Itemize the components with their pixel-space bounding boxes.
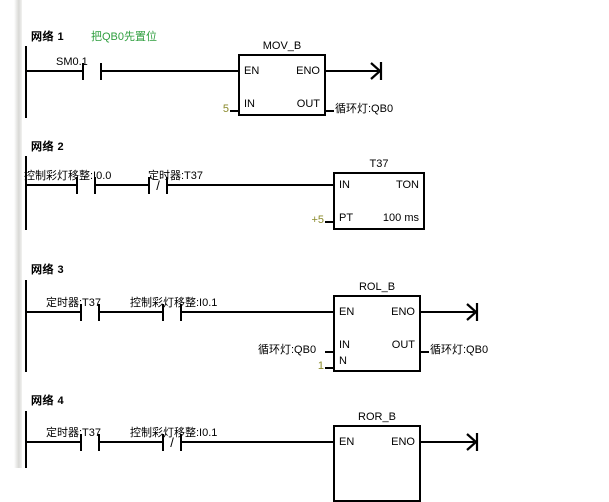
mov-b-pin-in: IN bbox=[244, 98, 255, 110]
eno-wire-network-3 bbox=[421, 311, 474, 313]
contact-i01-operand: 控制彩灯移整:I0.1 bbox=[130, 297, 218, 309]
rol-b-out-value: 循环灯:QB0 bbox=[430, 344, 489, 356]
network-1-label: 网络 1 bbox=[31, 31, 65, 43]
network-3-label: 网络 3 bbox=[31, 264, 65, 276]
contact-bar-right bbox=[98, 304, 100, 321]
rung-wire-network-4-a bbox=[26, 441, 80, 443]
mov-b-pin-out: OUT bbox=[296, 98, 320, 110]
rung-wire-network-1-b bbox=[102, 70, 238, 72]
contact-i00-operand: 控制彩灯移整:I0.0 bbox=[24, 170, 112, 182]
rol-b-pin-n: N bbox=[339, 355, 347, 367]
eno-wire-network-1 bbox=[326, 70, 378, 72]
ton-pin-pt: PT bbox=[339, 212, 354, 224]
mov-b-title: MOV_B bbox=[262, 40, 302, 52]
nc-slash-glyph: / bbox=[156, 178, 160, 193]
mov-b-pin-eno: ENO bbox=[296, 65, 320, 77]
power-rail-network-2 bbox=[25, 156, 27, 230]
contact-t37-operand: 定时器:T37 bbox=[46, 297, 102, 309]
ror-b-pin-eno: ENO bbox=[391, 436, 415, 448]
contact-bar-right bbox=[166, 177, 168, 194]
power-rail-network-4 bbox=[25, 411, 27, 468]
contact-bar-left bbox=[80, 304, 82, 321]
mov-b-out-value: 循环灯:QB0 bbox=[335, 103, 394, 115]
contact-bar-left bbox=[162, 304, 164, 321]
mov-b-in-stub bbox=[230, 110, 238, 112]
contact-bar-left bbox=[148, 177, 150, 194]
contact-bar-right bbox=[94, 177, 96, 194]
contact-t37-2[interactable] bbox=[80, 434, 100, 451]
rol-b-pin-in: IN bbox=[339, 339, 350, 351]
ton-timer-title: T37 bbox=[369, 158, 389, 170]
power-rail-network-3 bbox=[25, 280, 27, 372]
rung-wire-network-4-c bbox=[182, 441, 333, 443]
window-edge-shading bbox=[14, 0, 22, 468]
power-rail-network-1 bbox=[25, 46, 27, 118]
network-4-label: 网络 4 bbox=[31, 395, 65, 407]
eno-wire-network-4 bbox=[421, 441, 474, 443]
nc-slash-glyph: / bbox=[170, 435, 174, 450]
rung-wire-network-2-b bbox=[96, 184, 148, 186]
contact-bar-left bbox=[80, 434, 82, 451]
rung-wire-network-3-c bbox=[182, 311, 333, 313]
rung-wire-network-2-a bbox=[26, 184, 76, 186]
contact-t37-nc-operand: 定时器:T37 bbox=[148, 170, 204, 182]
rol-b-in-stub bbox=[325, 351, 333, 353]
contact-t37-nc[interactable]: / bbox=[148, 177, 168, 194]
contact-bar-left bbox=[76, 177, 78, 194]
ton-pin-ton: TON bbox=[395, 179, 419, 191]
rol-b-n-value: 1 bbox=[317, 360, 324, 372]
contact-t37[interactable] bbox=[80, 304, 100, 321]
rol-b-pin-en: EN bbox=[339, 306, 355, 318]
contact-bar-right bbox=[98, 434, 100, 451]
rung-wire-network-3-b bbox=[100, 311, 162, 313]
contact-bar-right bbox=[100, 63, 102, 80]
contact-bar-left bbox=[82, 63, 84, 80]
rung-wire-network-2-c bbox=[168, 184, 333, 186]
network-1-comment: 把QB0先置位 bbox=[91, 31, 158, 43]
ladder-diagram-canvas: 网络 1 把QB0先置位 SM0.1 MOV_B EN ENO IN OUT 5… bbox=[14, 0, 489, 502]
contact-i00[interactable] bbox=[76, 177, 96, 194]
contact-sm01[interactable] bbox=[82, 63, 102, 80]
ton-pt-value: +5 bbox=[311, 214, 324, 226]
network-2-label: 网络 2 bbox=[31, 141, 65, 153]
contact-i01-nc-operand: 控制彩灯移整:I0.1 bbox=[130, 427, 218, 439]
rung-wire-network-3-a bbox=[26, 311, 80, 313]
rol-b-block[interactable]: ROL_B EN ENO IN OUT N bbox=[333, 281, 421, 372]
ror-b-title: ROR_B bbox=[358, 411, 396, 423]
rol-b-pin-eno: ENO bbox=[391, 306, 415, 318]
contact-bar-left bbox=[162, 434, 164, 451]
ror-b-pin-en: EN bbox=[339, 436, 355, 448]
contact-t37-2-operand: 定时器:T37 bbox=[46, 427, 102, 439]
contact-bar-right bbox=[180, 434, 182, 451]
mov-b-out-stub bbox=[326, 110, 334, 112]
mov-b-pin-en: EN bbox=[244, 65, 260, 77]
ror-b-block[interactable]: ROR_B EN ENO bbox=[333, 411, 421, 502]
rol-b-in-symbol: 循环灯:QB0 bbox=[258, 344, 317, 356]
rol-b-title: ROL_B bbox=[358, 281, 396, 293]
rung-wire-network-4-b bbox=[100, 441, 162, 443]
ton-timebase: 100 ms bbox=[382, 212, 419, 224]
mov-b-in-value: 5 bbox=[222, 103, 229, 115]
output-arrow-network-3 bbox=[466, 302, 480, 322]
contact-i01-nc[interactable]: / bbox=[162, 434, 182, 451]
contact-bar-right bbox=[180, 304, 182, 321]
contact-sm01-operand: SM0.1 bbox=[56, 56, 88, 68]
output-arrow-network-4 bbox=[466, 432, 480, 452]
rung-wire-network-1 bbox=[26, 70, 82, 72]
rol-b-out-stub bbox=[421, 351, 429, 353]
ton-pin-in: IN bbox=[339, 179, 350, 191]
rol-b-pin-out: OUT bbox=[391, 339, 415, 351]
ton-pt-stub bbox=[325, 221, 333, 223]
ton-timer-block[interactable]: T37 IN TON PT 100 ms bbox=[333, 158, 425, 230]
mov-b-block[interactable]: MOV_B EN ENO IN OUT bbox=[238, 40, 326, 116]
output-arrow-network-1 bbox=[370, 61, 384, 81]
rol-b-n-stub bbox=[325, 367, 333, 369]
contact-i01[interactable] bbox=[162, 304, 182, 321]
